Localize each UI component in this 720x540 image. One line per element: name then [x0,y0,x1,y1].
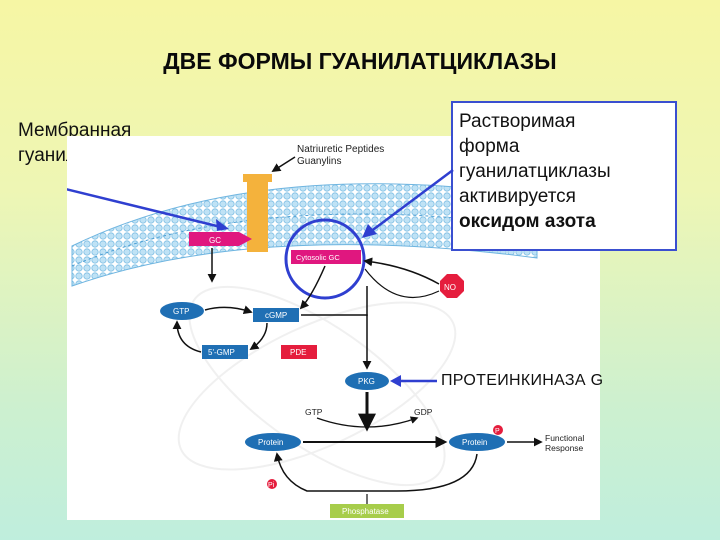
gdp-label: GDP [414,407,433,417]
gmp-to-gtp-arrow [172,320,202,353]
no-to-gc-arrow [363,257,440,285]
membrane-gc-pointer [67,188,226,230]
pi-node [267,479,277,489]
gtp-gdp-arc [316,416,419,428]
soluble-line-3: гуанилатциклазы [459,161,611,182]
receptor-cap [243,174,272,182]
pi-label: Pi [268,482,275,489]
gmp5-label: 5'-GMP [208,348,235,357]
protein-right-label: Protein [462,438,487,447]
watermark-ellipses [177,285,457,487]
soluble-line-2: форма [459,136,520,157]
soluble-line-4: активируется [459,186,576,207]
no-cycle-arrow [364,268,440,299]
soluble-line-5-bold: оксидом азота [459,211,596,232]
pkg-node [345,372,389,390]
natriuretic-peptides-label: Natriuretic Peptides [297,144,384,155]
gtp-to-cgmp-arrow [204,305,253,314]
cgmp-box [253,308,299,322]
cgmp-to-gmp-arrow [249,322,268,351]
functional-label: Functional [545,433,584,443]
gmp5-box [202,345,248,359]
membrane-gc-pointer-head [216,219,229,231]
gtp2-label: GTP [305,407,323,417]
pde-label: PDE [290,348,306,357]
cgmp-label: cGMP [265,311,287,320]
protein-kinase-g-label: ПРОТЕИНКИНАЗА G [441,372,604,389]
guanylins-label: Guanylins [297,156,341,167]
gc-shape [189,232,252,246]
protein-left-label: Protein [258,438,283,447]
membrane-gc-label-line-1: Мембранная [18,120,132,141]
gtp-node [160,302,204,320]
soluble-line-5: оксидом азота [459,209,675,234]
protein-left-node [245,433,301,451]
pkg-label: PKG [358,377,375,386]
cytosolic-gc-label: Cytosolic GC [296,253,340,262]
gtp-label: GTP [173,307,189,316]
soluble-gc-callout: Растворимая форма гуанилатциклазы активи… [451,101,677,251]
slide-title: ДВЕ ФОРМЫ ГУАНИЛАТЦИКЛАЗЫ [163,48,557,74]
phosphatase-label: Phosphatase [342,507,389,516]
receptor-bar [247,176,268,252]
soluble-line-1: Растворимая [459,111,576,132]
phosphate-right-label: P [495,428,500,435]
pde-box [281,345,317,359]
dephosphorylation-arrow [273,452,478,492]
response-label: Response [545,443,584,453]
ligand-arrow [271,156,296,172]
cytosolic-gc-box [291,250,361,264]
phosphatase-box [330,504,404,518]
phosphate-right [493,425,503,435]
protein-right-node [449,433,505,451]
no-label: NO [444,283,456,292]
no-octagon [440,274,464,298]
pkg-pointer-head [390,375,401,387]
gc-cycle-arrow [299,265,326,310]
gc-label: GC [209,236,221,245]
